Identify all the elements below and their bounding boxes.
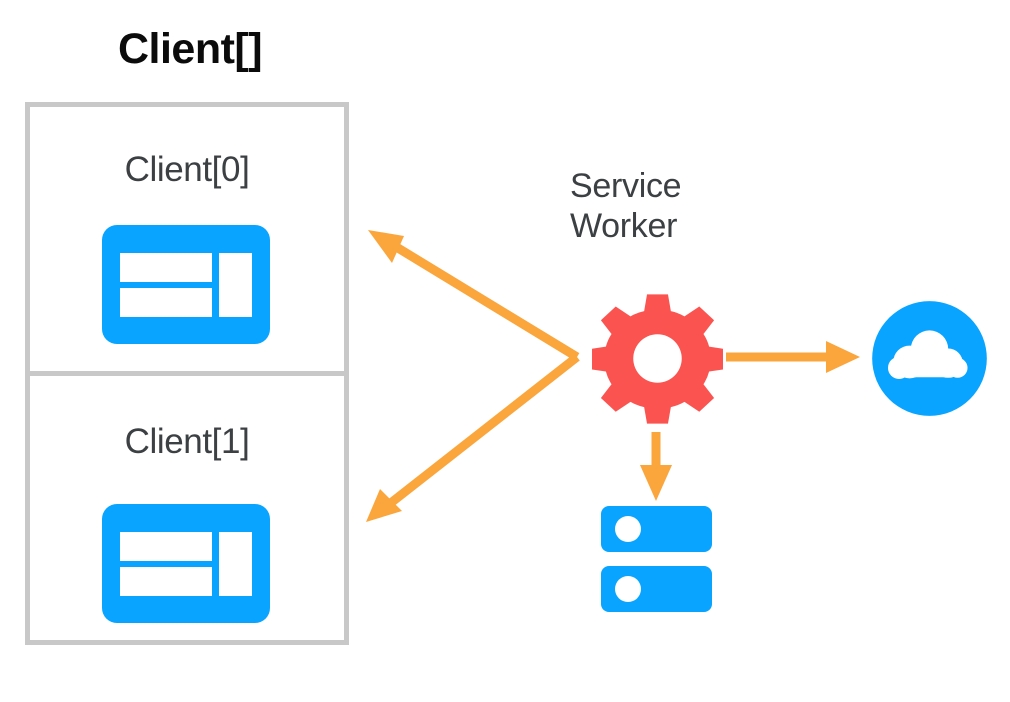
service-worker-label: Service Worker — [570, 166, 770, 246]
database-indicator-dot — [615, 516, 641, 542]
database-bar-bottom — [601, 566, 712, 612]
arrow-sw-to-client0 — [368, 230, 580, 361]
arrow-sw-to-client1 — [366, 353, 580, 522]
browser-pane-bottom-left — [120, 288, 212, 317]
arrow-sw-to-cloud — [726, 341, 860, 373]
gear-icon — [592, 294, 723, 424]
database-indicator-dot — [615, 576, 641, 602]
arrow-sw-to-database — [640, 432, 672, 501]
client-1-label: Client[1] — [124, 422, 250, 461]
browser-pane-right — [219, 532, 252, 596]
service-worker-label-line2: Worker — [570, 207, 678, 246]
browser-pane-top-left — [120, 532, 212, 561]
database-bar-top — [601, 506, 712, 552]
browser-pane-top-left — [120, 253, 212, 282]
page-title: Client[] — [117, 25, 263, 73]
database-icon — [601, 506, 712, 612]
service-worker-label-line1: Service — [570, 167, 682, 205]
browser-pane-bottom-left — [120, 567, 212, 596]
cloud-icon — [872, 301, 987, 416]
browser-window-icon — [102, 504, 270, 623]
browser-pane-right — [219, 253, 252, 317]
browser-window-icon — [102, 225, 270, 344]
client-0-label: Client[0] — [124, 150, 250, 189]
client-array-divider — [25, 371, 349, 376]
